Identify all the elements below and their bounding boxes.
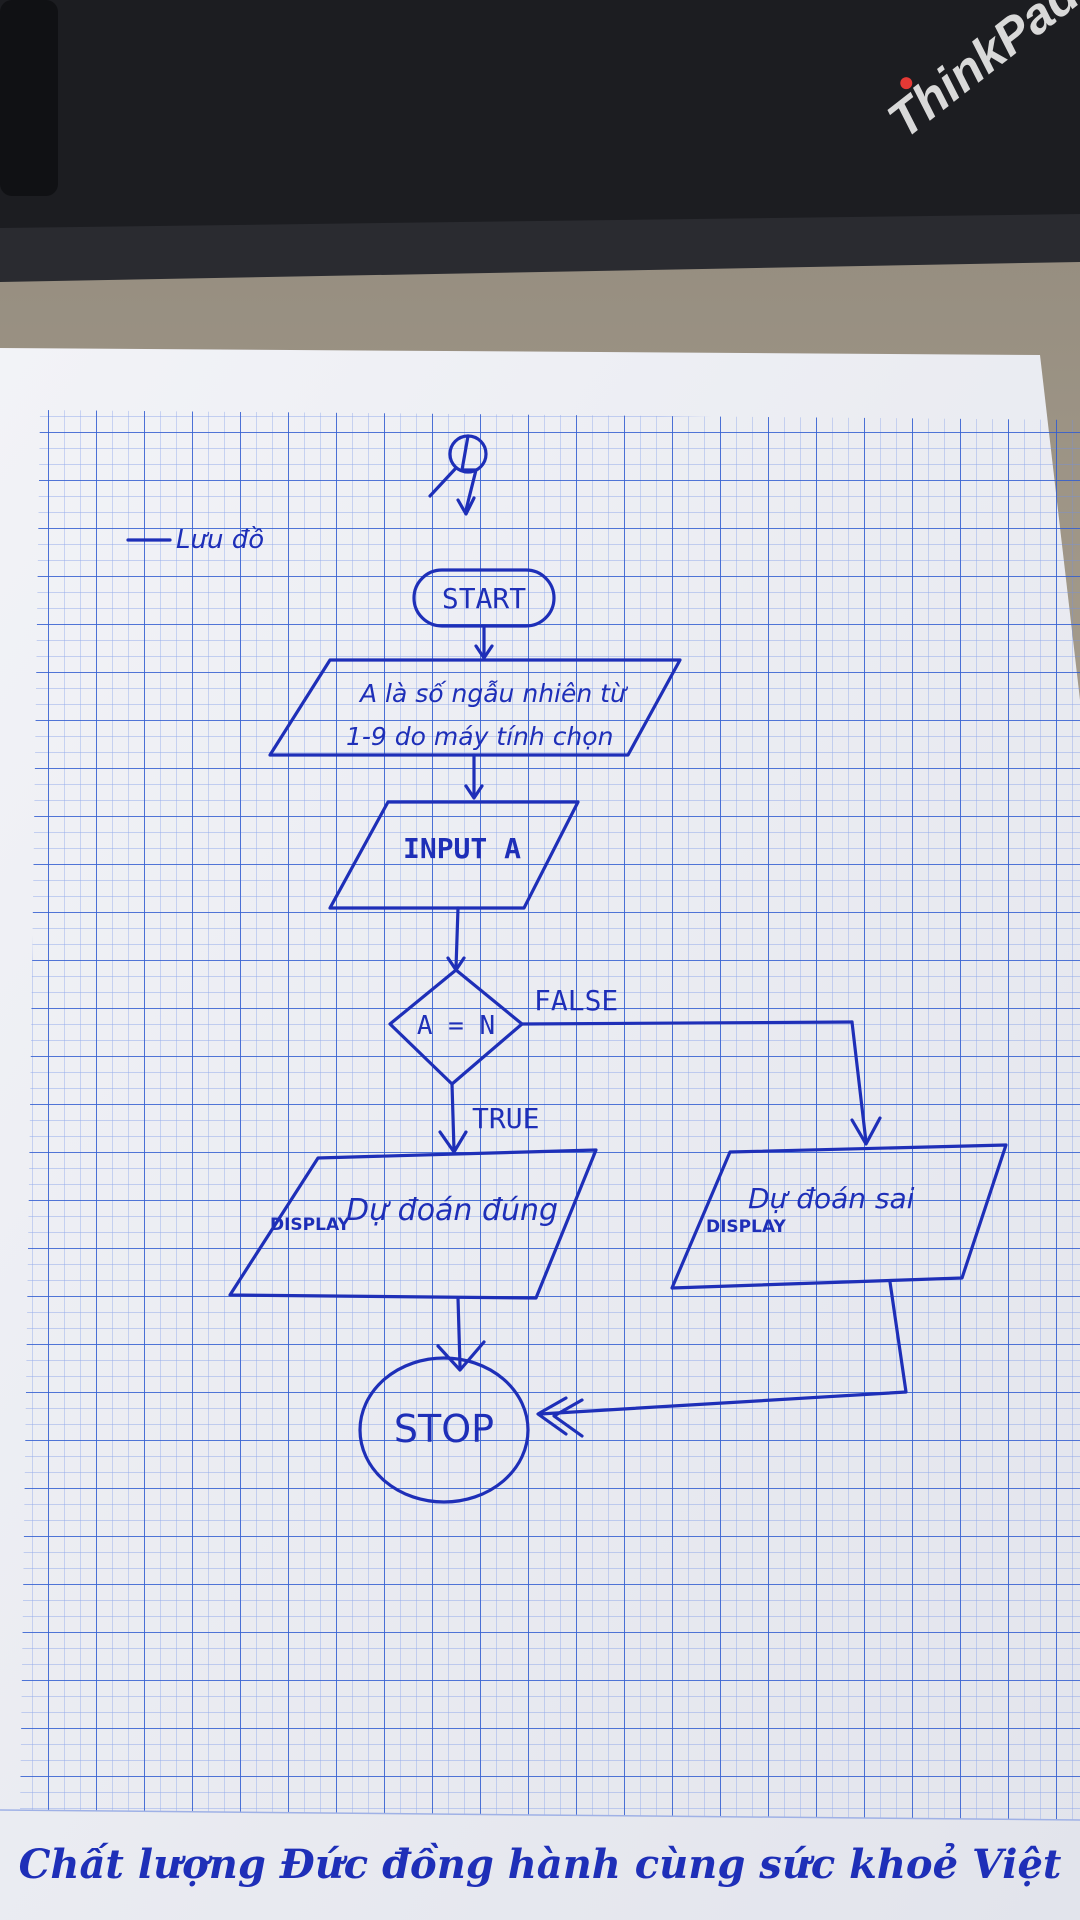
arrow-wrong-to-stop	[536, 1280, 908, 1438]
svg-text:INPUT A: INPUT A	[403, 832, 521, 865]
svg-text:Lưu đồ: Lưu đồ	[176, 525, 264, 555]
footer-slogan: Chất lượng Đức đồng hành cùng sức khoẻ V…	[19, 1841, 1062, 1888]
svg-text:DISPLAY: DISPLAY	[270, 1215, 351, 1235]
arrow-random-to-input	[464, 753, 484, 800]
random-number-box: A là số ngẫu nhiên từ 1-9 do máy tính ch…	[268, 658, 682, 757]
stop-terminal: STOP	[358, 1356, 530, 1504]
svg-text:FALSE: FALSE	[534, 984, 618, 1017]
diagram-heading: Lưu đồ	[126, 525, 264, 555]
svg-text:1-9 do máy tính chọn: 1-9 do máy tính chọn	[346, 722, 613, 751]
svg-text:DISPLAY: DISPLAY	[706, 1217, 787, 1237]
arrow-start-to-random	[474, 624, 494, 660]
thinkpad-red-dot	[900, 77, 913, 90]
top-scribble-doodle	[428, 434, 488, 516]
touchpad	[0, 0, 58, 196]
false-branch-connector: FALSE	[520, 984, 882, 1146]
display-correct-box: DISPLAY Dự đoán đúng	[228, 1148, 598, 1300]
true-branch-connector: TRUE	[438, 1082, 539, 1154]
svg-text:A là số ngẫu nhiên từ: A là số ngẫu nhiên từ	[358, 679, 629, 708]
svg-text:TRUE: TRUE	[472, 1102, 539, 1135]
svg-text:Dự đoán sai: Dự đoán sai	[748, 1182, 915, 1215]
svg-text:A = N: A = N	[417, 1011, 495, 1041]
svg-text:Dự đoán đúng: Dự đoán đúng	[346, 1193, 558, 1228]
laptop: ThinkPad	[0, 0, 1080, 282]
arrow-correct-to-stop	[436, 1296, 486, 1372]
svg-text:STOP: STOP	[394, 1407, 494, 1451]
start-terminal: START	[412, 568, 556, 628]
display-wrong-box: DISPLAY Dự đoán sai	[670, 1143, 1008, 1290]
input-a-box: INPUT A	[328, 800, 580, 910]
svg-text:START: START	[442, 582, 526, 615]
